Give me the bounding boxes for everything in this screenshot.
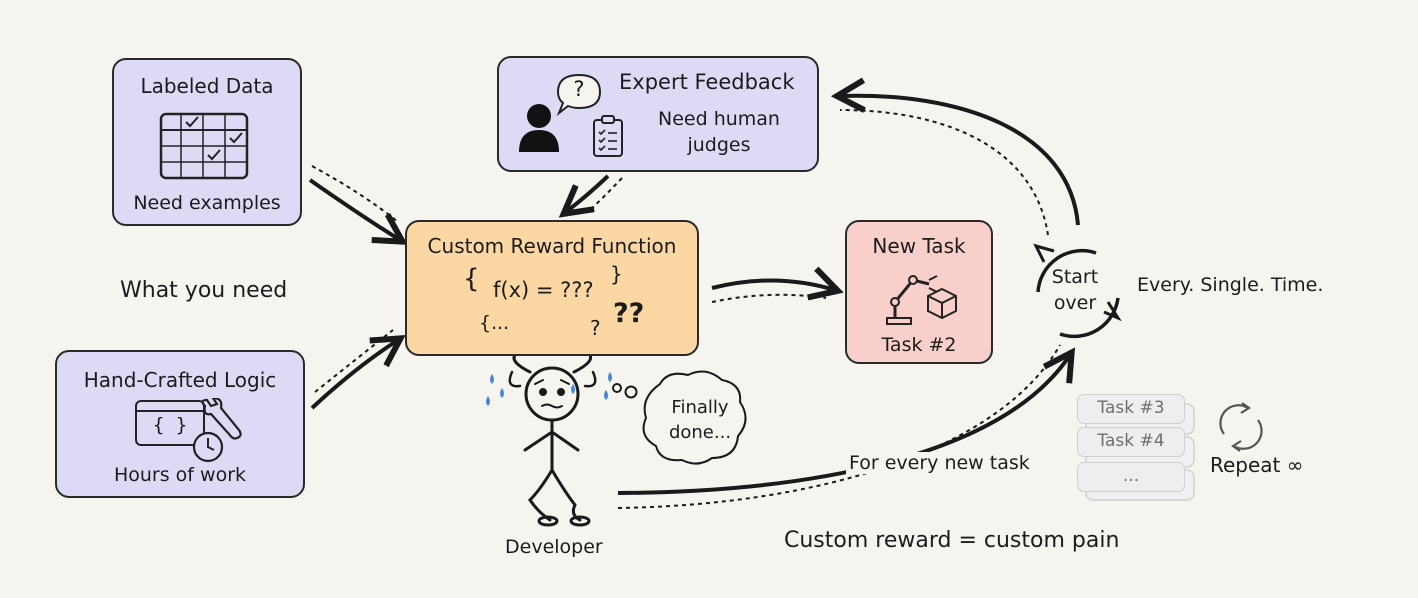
clipboard-icon (593, 115, 623, 157)
hand-crafted-title: Hand-Crafted Logic (83, 368, 277, 392)
cube-icon (927, 287, 957, 320)
labeled-data-box: Labeled Data Need examples (112, 58, 302, 226)
reward-brace-open: { (463, 264, 480, 294)
arrow-reward-to-newtask (711, 280, 835, 303)
task-stack-item-4: Task #4 (1077, 427, 1185, 457)
expert-caption-line1: Need human (658, 108, 780, 130)
new-task-title: New Task (872, 234, 966, 258)
every-single-time-label: Every. Single. Time. (1137, 274, 1324, 296)
reward-title: Custom Reward Function (427, 234, 677, 258)
code-window-bar (137, 410, 203, 412)
new-task-caption: Task #2 (881, 334, 957, 356)
code-glyph: { } (152, 414, 188, 436)
reward-formula: f(x) = ??? (493, 278, 594, 302)
hand-crafted-box: Hand-Crafted Logic { } Hours of work (55, 350, 305, 498)
wrench-icon (201, 398, 242, 440)
thought-line1: Finally (671, 397, 729, 418)
for-every-new-task-label: For every new task (846, 452, 1033, 474)
arrow-expert-to-reward (566, 174, 623, 212)
refresh-icon (1219, 402, 1263, 452)
arrow-loop-to-expert (840, 96, 1080, 236)
expert-feedback-box: ? Expert Feedback Need human judges (497, 56, 819, 172)
task-stack-item-3: Task #3 (1077, 394, 1185, 424)
reward-dots: {... (479, 312, 510, 334)
arrow-labeled-to-reward (308, 165, 400, 240)
sweat-drops (486, 372, 612, 406)
start-over-line2: over (1053, 292, 1097, 314)
person-icon (519, 104, 559, 152)
cycle-arrows-icon (1033, 243, 1122, 339)
reward-q-big: ?? (613, 298, 645, 329)
reward-brace-close: } (610, 262, 623, 286)
arrow-handcrafted-to-reward (310, 329, 398, 410)
new-task-box: New Task Task #2 (845, 220, 993, 364)
custom-reward-box: Custom Reward Function { f(x) = ??? } {.… (405, 220, 699, 356)
robot-arm-icon (886, 275, 938, 325)
hand-crafted-caption: Hours of work (113, 464, 247, 486)
reward-q-small: ? (590, 316, 601, 340)
thought-bubble-icon (612, 370, 747, 465)
expert-caption-line2: judges (687, 134, 751, 156)
repeat-label: Repeat ∞ (1210, 453, 1304, 477)
labeled-data-title: Labeled Data (140, 74, 274, 98)
custom-pain-label: Custom reward = custom pain (784, 528, 1120, 553)
labeled-data-caption: Need examples (133, 192, 281, 214)
table-icon (159, 112, 249, 180)
stick-figure-icon (508, 353, 597, 527)
expert-title: Expert Feedback (619, 70, 795, 94)
start-over-line1: Start (1051, 266, 1099, 288)
speech-bubble-icon (556, 73, 602, 116)
code-wrench-icon: { } (135, 400, 205, 446)
task-stack-item-more: ... (1077, 462, 1185, 492)
thought-line2: done... (668, 422, 732, 443)
speech-bubble-question: ? (573, 77, 585, 101)
what-you-need-label: What you need (120, 278, 288, 303)
developer-label: Developer (505, 536, 603, 558)
clock-icon (192, 431, 224, 463)
